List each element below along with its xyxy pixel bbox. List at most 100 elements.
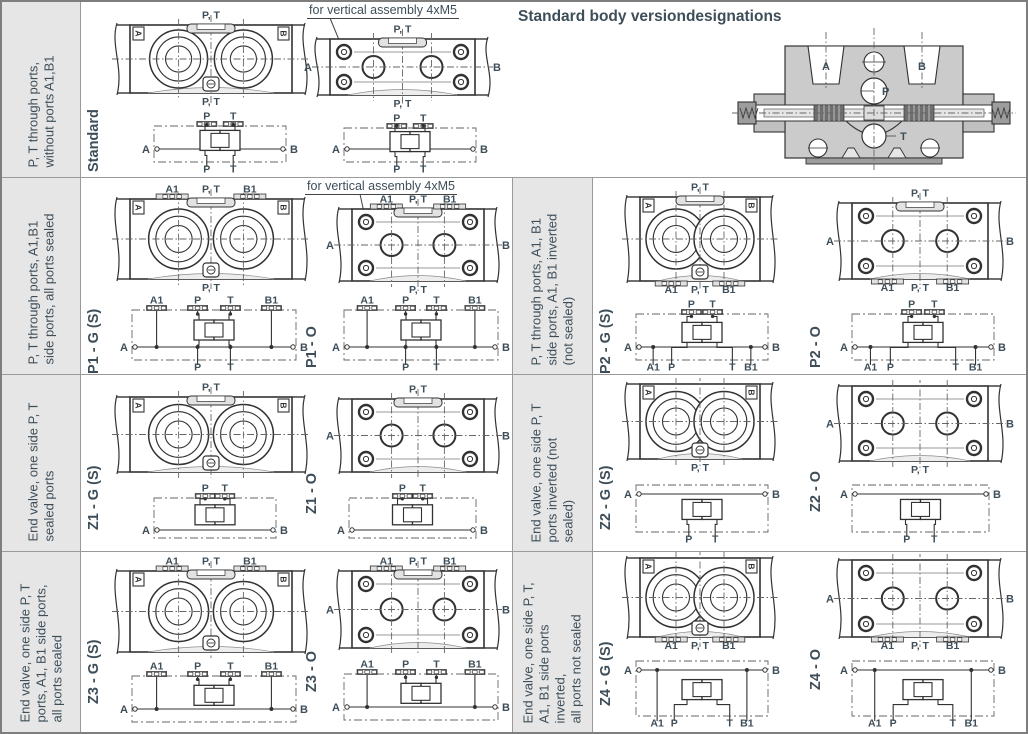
svg-text:A: A	[826, 594, 834, 606]
svg-text:P: P	[668, 362, 675, 373]
svg-text:A1: A1	[150, 295, 164, 307]
svg-text:A: A	[644, 389, 654, 395]
svg-text:A: A	[134, 30, 144, 36]
svg-text:A: A	[822, 61, 830, 73]
svg-text:A1: A1	[165, 184, 179, 196]
svg-text:P: P	[393, 164, 400, 175]
svg-text:T: T	[931, 299, 938, 311]
svg-text:B1: B1	[468, 659, 482, 671]
svg-text:A1: A1	[881, 282, 895, 294]
svg-text:B1: B1	[740, 718, 754, 729]
svg-text:B1: B1	[744, 362, 758, 373]
svg-text:T: T	[950, 718, 957, 729]
svg-text:P: P	[882, 86, 889, 98]
svg-text:A: A	[624, 342, 632, 354]
svg-text:P: P	[402, 362, 409, 373]
svg-text:A1: A1	[150, 661, 164, 673]
svg-text:B: B	[300, 342, 308, 354]
svg-text:A: A	[624, 665, 632, 677]
svg-text:P: P	[194, 362, 201, 373]
svg-text:B: B	[502, 431, 510, 443]
svg-text:B: B	[1006, 594, 1014, 606]
svg-text:P: P	[402, 295, 409, 307]
svg-text:P, T: P, T	[691, 462, 709, 474]
svg-text:A: A	[644, 563, 654, 569]
svg-text:A: A	[826, 419, 834, 431]
version-p2-g: P2 - G (S)	[598, 308, 614, 374]
svg-text:A: A	[120, 342, 128, 354]
svg-text:P: P	[194, 295, 201, 307]
svg-text:B: B	[480, 144, 488, 156]
svg-text:P, T: P, T	[202, 184, 220, 196]
svg-text:P, T: P, T	[409, 284, 427, 296]
vertical-assembly-note-row2: for vertical assembly 4xM5	[305, 179, 457, 195]
svg-text:P, T: P, T	[202, 96, 220, 108]
svg-text:A1: A1	[165, 556, 179, 568]
svg-text:A1: A1	[360, 659, 374, 671]
svg-text:P, T: P, T	[202, 282, 220, 294]
svg-text:P, T: P, T	[911, 282, 929, 294]
svg-text:B: B	[279, 576, 289, 582]
svg-text:B: B	[1006, 236, 1014, 248]
svg-text:T: T	[931, 534, 938, 545]
svg-text:A: A	[332, 144, 340, 156]
version-z1-g: Z1 - G (S)	[86, 465, 102, 530]
divider	[592, 177, 593, 732]
svg-text:P, T: P, T	[394, 24, 412, 36]
svg-text:P, T: P, T	[691, 640, 709, 652]
svg-text:A: A	[840, 665, 848, 677]
row4-side-label-right: End valve, one side P, T, A1, B1 side po…	[520, 581, 583, 723]
svg-text:A: A	[142, 144, 150, 156]
svg-text:P: P	[399, 483, 406, 495]
svg-text:B: B	[480, 525, 488, 537]
svg-text:T: T	[227, 295, 234, 307]
svg-text:B1: B1	[265, 295, 279, 307]
svg-text:P: P	[908, 299, 915, 311]
row4-side-label: End valve, one side P, T ports, A1, B1 s…	[17, 582, 64, 722]
svg-text:B: B	[747, 563, 757, 569]
svg-text:B: B	[993, 489, 1001, 501]
divider	[2, 551, 1026, 552]
svg-text:A: A	[840, 342, 848, 354]
svg-text:B: B	[279, 402, 289, 408]
svg-text:P, T: P, T	[394, 98, 412, 110]
svg-text:P, T: P, T	[202, 556, 220, 568]
svg-text:P: P	[887, 362, 894, 373]
version-p2-o: P2 - O	[808, 326, 824, 368]
svg-text:B1: B1	[468, 295, 482, 307]
divider	[2, 177, 1026, 178]
svg-text:A1: A1	[380, 194, 394, 206]
left-label-column	[2, 2, 80, 732]
svg-text:P: P	[671, 718, 678, 729]
svg-text:B1: B1	[243, 556, 257, 568]
svg-text:T: T	[222, 483, 229, 495]
svg-text:A: A	[326, 431, 334, 443]
svg-text:T: T	[227, 362, 234, 373]
